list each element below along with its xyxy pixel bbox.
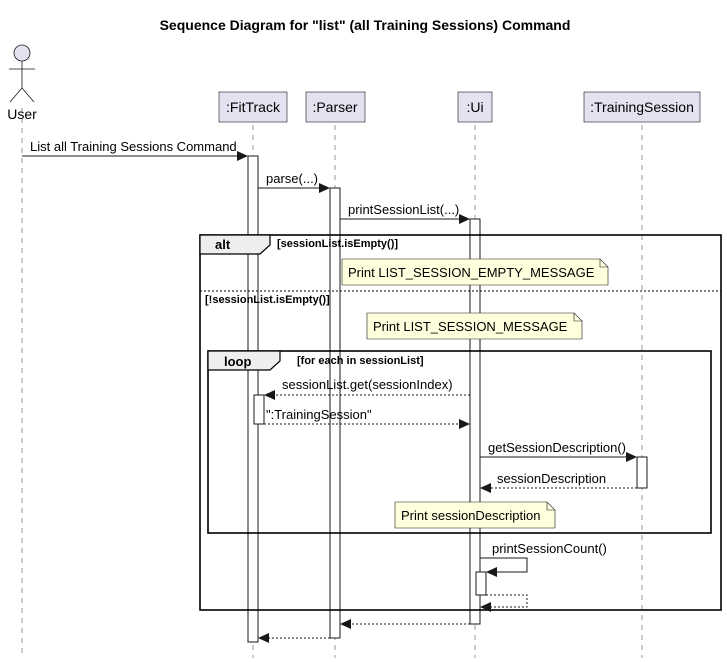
message-get-session-description-label: getSessionDescription() xyxy=(488,440,626,455)
loop-keyword: loop xyxy=(224,354,251,369)
note-session-message-text: Print LIST_SESSION_MESSAGE xyxy=(373,319,568,334)
arrowhead xyxy=(459,214,470,224)
arrowhead xyxy=(264,390,275,400)
participant-trainingsession: :TrainingSession xyxy=(583,91,701,123)
arrowhead xyxy=(480,602,491,612)
note-empty-message-text: Print LIST_SESSION_EMPTY_MESSAGE xyxy=(348,265,595,280)
message-print-session-count-label: printSessionCount() xyxy=(492,541,607,556)
message-print-session-list: printSessionList(...) xyxy=(340,202,470,224)
message-session-description-return: sessionDescription xyxy=(480,471,637,493)
note-session-description: Print sessionDescription xyxy=(394,501,556,529)
arrowhead xyxy=(319,183,330,193)
arrowhead xyxy=(459,419,470,429)
message-session-list-get-label: sessionList.get(sessionIndex) xyxy=(282,377,453,392)
message-training-session-return-label: ":TrainingSession" xyxy=(266,407,372,422)
arrowhead xyxy=(480,483,491,493)
alt-guard-1: [sessionList.isEmpty()] xyxy=(277,238,398,250)
note-session-description-text: Print sessionDescription xyxy=(401,508,540,523)
message-print-session-count: printSessionCount() xyxy=(480,541,607,577)
diagram-title: Sequence Diagram for "list" (all Trainin… xyxy=(160,17,571,33)
alt-fragment: alt [sessionList.isEmpty()] [!sessionLis… xyxy=(199,234,722,611)
arrowhead xyxy=(626,452,637,462)
message-session-description-return-label: sessionDescription xyxy=(497,471,606,486)
actor-head xyxy=(13,44,31,62)
participant-ui-label: :Ui xyxy=(466,99,483,115)
arrowhead xyxy=(237,151,248,161)
participant-fittrack: :FitTrack xyxy=(218,91,288,123)
note-empty-message: Print LIST_SESSION_EMPTY_MESSAGE xyxy=(341,258,609,286)
message-get-session-description: getSessionDescription() xyxy=(480,440,637,462)
message-parse-label: parse(...) xyxy=(266,171,318,186)
actor-user-label: User xyxy=(7,106,37,122)
activation-trainingsession xyxy=(636,456,648,489)
message-training-session-return: ":TrainingSession" xyxy=(264,407,470,429)
message-session-list-get: sessionList.get(sessionIndex) xyxy=(264,377,470,400)
loop-fragment: loop [for each in sessionList] xyxy=(207,350,712,534)
arrowhead xyxy=(340,619,351,629)
message-print-session-count-return xyxy=(480,594,528,612)
message-ui-return xyxy=(340,619,470,629)
activation-ui-nested xyxy=(475,571,487,596)
message-parser-return xyxy=(258,633,330,643)
loop-guard: [for each in sessionList] xyxy=(297,355,424,367)
alt-frame xyxy=(199,234,722,611)
participant-ui: :Ui xyxy=(457,91,493,123)
alt-keyword: alt xyxy=(215,237,231,252)
loop-frame xyxy=(207,350,712,534)
participant-fittrack-label: :FitTrack xyxy=(226,99,281,115)
participant-trainingsession-label: :TrainingSession xyxy=(590,99,694,115)
message-print-session-list-label: printSessionList(...) xyxy=(348,202,459,217)
loop-tab xyxy=(207,350,281,371)
message-list-command: List all Training Sessions Command xyxy=(22,139,248,161)
participant-parser: :Parser xyxy=(305,91,366,123)
alt-guard-2: [!sessionList.isEmpty()] xyxy=(205,294,330,306)
arrowhead xyxy=(258,633,269,643)
arrowhead xyxy=(486,567,497,577)
participant-parser-label: :Parser xyxy=(312,99,357,115)
activation-parser xyxy=(329,187,341,639)
message-list-command-label: List all Training Sessions Command xyxy=(30,139,237,154)
note-session-message: Print LIST_SESSION_MESSAGE xyxy=(366,312,583,340)
activation-ui xyxy=(469,218,481,625)
actor-user: User xyxy=(7,44,37,122)
alt-tab xyxy=(199,234,271,255)
activation-fittrack-nested xyxy=(253,394,265,425)
message-parse: parse(...) xyxy=(258,171,330,193)
